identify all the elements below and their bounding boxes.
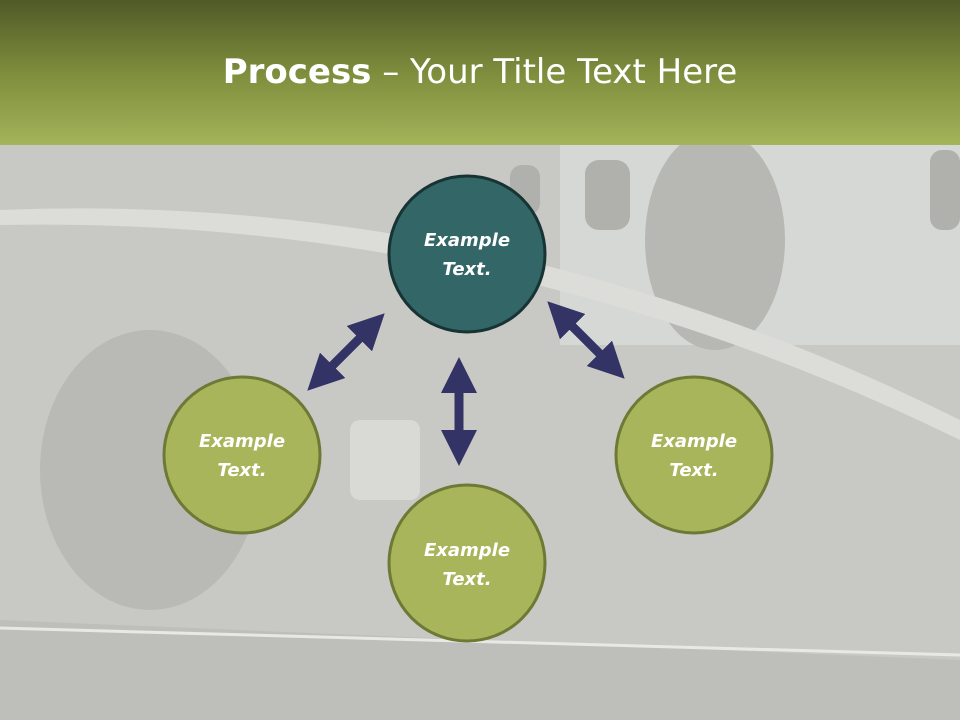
node-right-line2: Text. (669, 460, 718, 481)
node-center: Example Text. (387, 174, 547, 334)
node-right-line1: Example (651, 431, 737, 452)
title-bold: Process (222, 52, 372, 92)
arrow-top-right (547, 301, 625, 379)
title-bar: Process – Your Title Text Here (0, 0, 960, 145)
title-rest: – Your Title Text Here (371, 52, 738, 92)
slide-title: Process – Your Title Text Here (0, 52, 960, 92)
node-bottom: Example Text. (387, 483, 547, 643)
node-right: Example Text. (614, 375, 774, 535)
arrow-top-left (307, 313, 385, 391)
node-center-line2: Text. (442, 259, 491, 280)
node-left-line2: Text. (217, 460, 266, 481)
node-bottom-line1: Example (424, 540, 510, 561)
node-center-line1: Example (424, 230, 510, 251)
node-left: Example Text. (162, 375, 322, 535)
node-left-line1: Example (199, 431, 285, 452)
node-bottom-line2: Text. (442, 569, 491, 590)
